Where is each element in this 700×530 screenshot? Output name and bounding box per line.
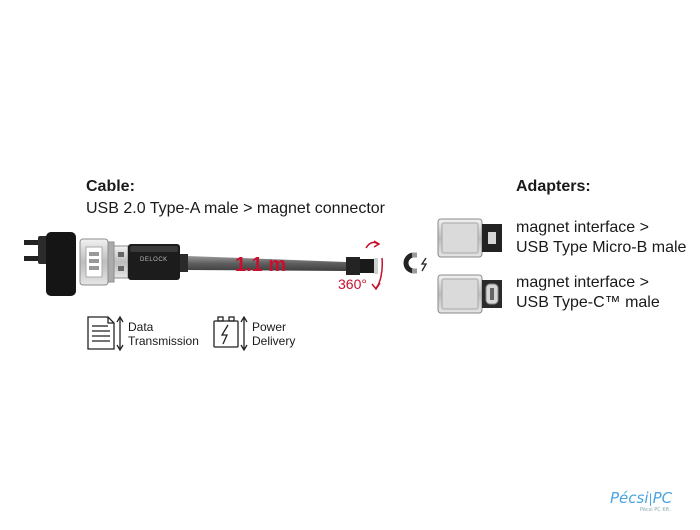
- adapter-micro-b-icon: [437, 218, 502, 258]
- plug-housing-icon: [128, 244, 188, 280]
- watermark-logo: Pécsi|PC Pécsi PC Kft.: [610, 489, 673, 513]
- battery-icon: [213, 315, 248, 352]
- adapter-micro-b-label: magnet interface > USB Type Micro-B male: [516, 219, 687, 256]
- feature-power-label: Power Delivery: [252, 320, 296, 348]
- document-icon: [87, 315, 124, 352]
- wall-charger-icon: [24, 232, 76, 296]
- feature-data-label: Data Transmission: [128, 320, 199, 348]
- cable-length-label: 1.1 m: [235, 254, 287, 276]
- rotation-label: 360°: [338, 276, 367, 292]
- adapter-usb-c-icon: [437, 274, 502, 314]
- cable-heading: Cable:: [86, 178, 135, 195]
- adapter-usb-c-label: magnet interface > USB Type-C™ male: [516, 274, 660, 311]
- brand-label: DELOCK: [140, 257, 168, 263]
- flat-cable-icon: [188, 256, 346, 271]
- usb-a-connector-icon: [79, 238, 129, 286]
- adapters-heading: Adapters:: [516, 178, 591, 195]
- magnet-connector-icon: [346, 257, 378, 275]
- rotation-arrow-icon: [365, 240, 383, 291]
- cable-description: USB 2.0 Type-A male > magnet connector: [86, 200, 385, 217]
- magnet-icon: [403, 252, 428, 274]
